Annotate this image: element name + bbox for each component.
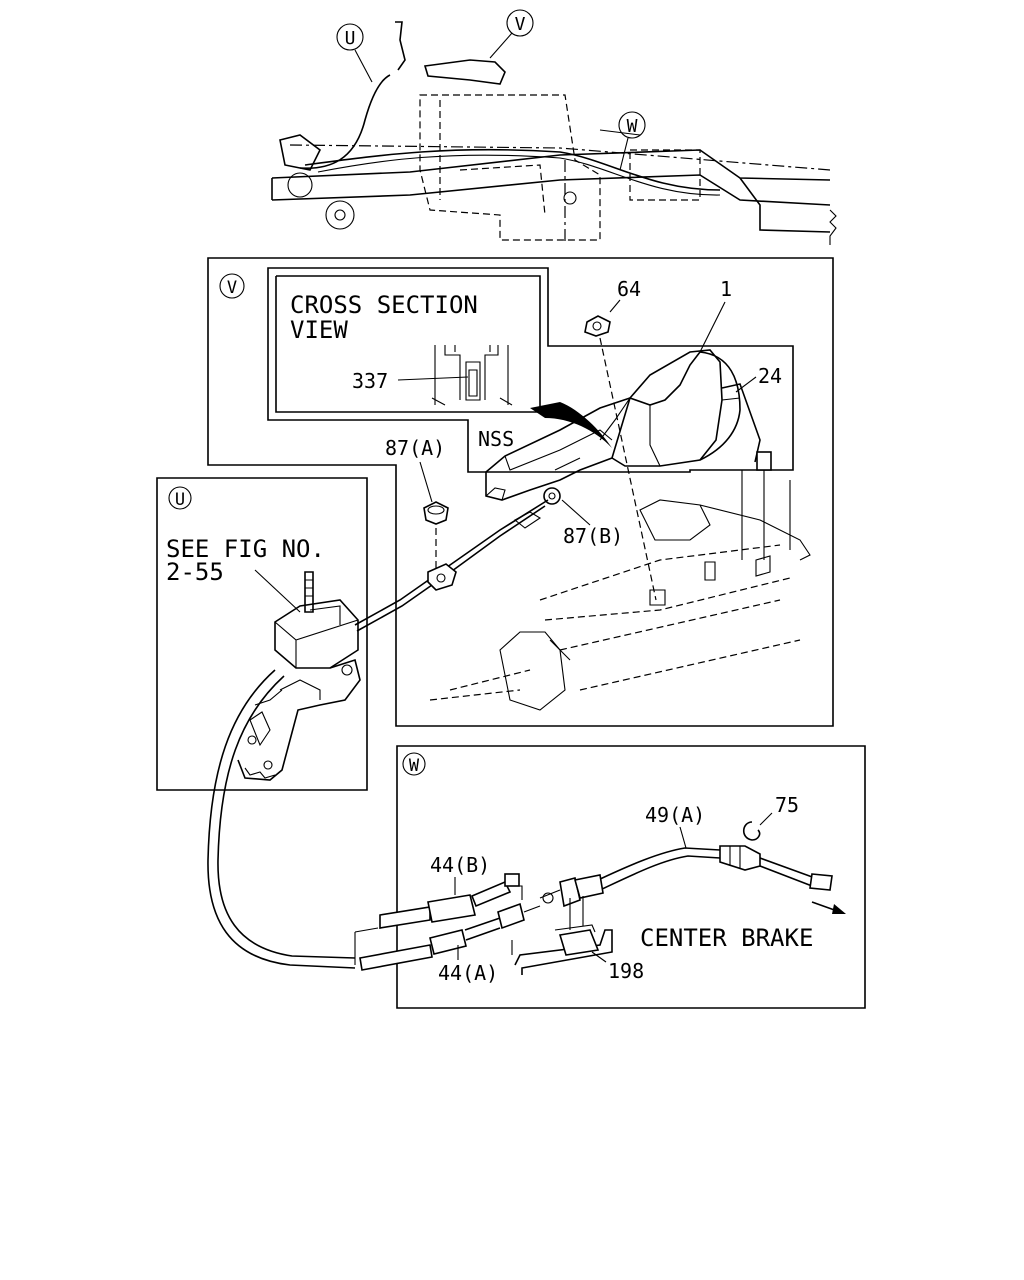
center-brake-label: CENTER BRAKE	[640, 924, 813, 952]
cross-section-title: CROSS SECTION	[290, 291, 478, 319]
detail-panel-w: W 44(B) 44(A) 49(A) 7	[354, 745, 866, 1009]
part-87a-label: 87(A)	[385, 436, 445, 460]
floor-tunnel	[429, 470, 811, 711]
callout-v-marker	[506, 9, 534, 37]
part-198-bracket	[558, 929, 600, 956]
cross-section-subtitle: VIEW	[290, 316, 348, 344]
see-fig-line1: SEE FIG NO.	[166, 535, 325, 563]
equalizer-fitting	[573, 874, 604, 899]
part-44b-sleeve	[427, 894, 476, 923]
part-87b-label: 87(B)	[563, 524, 623, 548]
callout-u-marker	[336, 23, 364, 51]
detail-panel-v: V CROSS SECTION VIEW 337	[207, 257, 834, 727]
detail-panel-u: U SEE FIG NO. 2-55	[156, 477, 368, 791]
part-49a-label: 49(A)	[645, 803, 705, 827]
part-337-label: 337	[352, 369, 388, 393]
section-arrow	[530, 402, 612, 448]
part-44b-label: 44(B)	[430, 853, 490, 877]
panel-v-marker	[219, 273, 245, 299]
part-64-label: 64	[617, 277, 641, 301]
lever-assembly	[237, 571, 361, 781]
panel-u-marker	[168, 486, 192, 510]
see-fig-line2: 2-55	[166, 558, 224, 586]
cross-section-drawing	[431, 345, 513, 406]
part-75-label: 75	[775, 793, 799, 817]
panel-v-label: V	[227, 278, 237, 298]
callout-w-marker	[618, 111, 646, 139]
panel-w-label: W	[409, 756, 420, 776]
callout-w-label: W	[627, 116, 638, 137]
callout-v-label: V	[515, 14, 526, 35]
panel-u-label: U	[175, 490, 185, 510]
panel-w-marker	[402, 752, 426, 776]
part-75-clip	[742, 821, 761, 841]
callout-u-label: U	[345, 28, 356, 49]
part-44a-label: 44(A)	[438, 961, 498, 985]
part-44a-fitting	[429, 929, 467, 955]
vehicle-overview: U V W	[271, 9, 837, 245]
part-1-label: 1	[720, 277, 732, 301]
part-64-nut	[584, 315, 611, 337]
part-198-label: 198	[608, 959, 644, 983]
part-24-label: 24	[758, 364, 782, 388]
part-87a-nut	[423, 501, 449, 525]
main-brake-cable	[207, 669, 356, 969]
console-cover	[485, 349, 772, 560]
nss-label: NSS	[478, 427, 514, 451]
cable-bracket	[427, 563, 457, 591]
